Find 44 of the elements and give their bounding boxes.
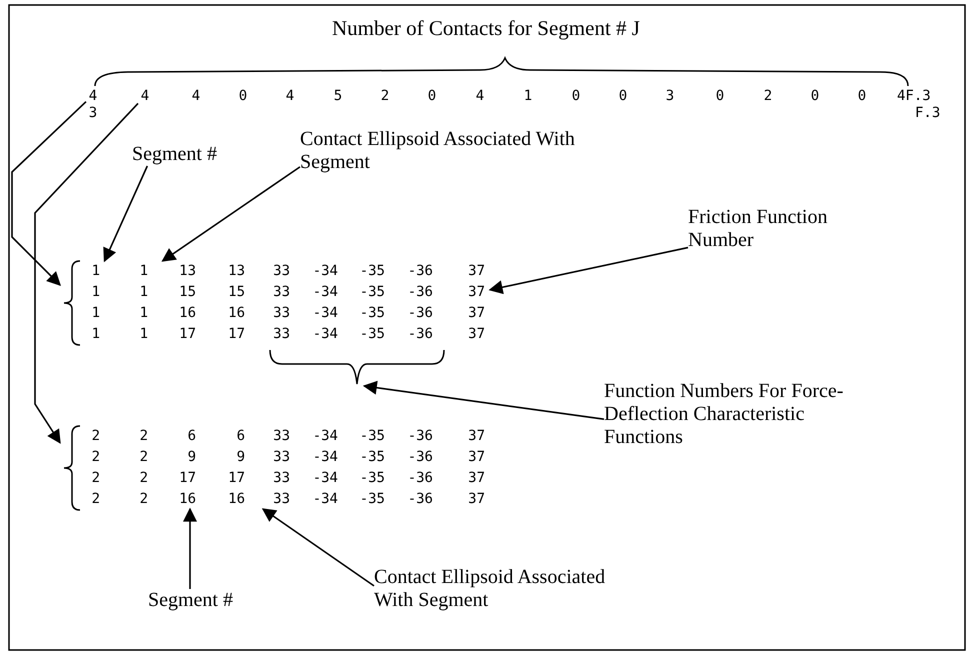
data-value: 2 [762, 87, 774, 105]
curly-brace [268, 348, 446, 386]
data-row: 2 2 6 6 33 -34 -35 -36 37 [85, 426, 490, 446]
data-value: 0 [810, 87, 820, 105]
leader-arrow [488, 246, 688, 294]
data-value: 1 [522, 87, 534, 105]
annotation-text: Friction Function Number [688, 206, 868, 252]
data-value: 0 [570, 87, 582, 105]
data-row: 2 2 17 17 33 -34 -35 -36 37 [85, 468, 490, 488]
leader-arrow [34, 102, 139, 444]
data-value: 4 [138, 87, 152, 105]
data-row: 1 1 16 16 33 -34 -35 -36 37 [85, 303, 490, 323]
annotation-text: Contact Ellipsoid Associated With Segment [300, 128, 590, 174]
leader-arrow [262, 508, 374, 586]
data-value: F.3 [915, 104, 942, 122]
data-value: 3 [664, 87, 676, 105]
data-row: 1 1 17 17 33 -34 -35 -36 37 [85, 324, 490, 344]
leader-arrow [362, 380, 604, 420]
data-value: 0 [714, 87, 726, 105]
leader-arrow [161, 166, 300, 262]
data-value: 4 [284, 87, 296, 105]
data-value: 4 [474, 87, 486, 105]
leader-arrow [103, 166, 148, 262]
data-value: 4F.3 [897, 87, 932, 105]
data-value: 0 [238, 87, 248, 105]
data-value: 4 [190, 87, 202, 105]
data-row: 2 2 16 16 33 -34 -35 -36 37 [85, 489, 490, 509]
data-value: 0 [426, 87, 438, 105]
annotation-text: Segment # [132, 143, 242, 166]
data-value: 0 [856, 87, 868, 105]
data-row: 1 1 13 13 33 -34 -35 -36 37 [85, 261, 490, 281]
leader-arrow [11, 101, 87, 286]
annotation-text: Function Numbers For Force-Deflection Characteristic Functions [604, 380, 864, 449]
data-row: 2 2 9 9 33 -34 -35 -36 37 [85, 447, 490, 467]
data-value: 2 [380, 87, 390, 105]
annotation-text: Contact Ellipsoid Associated With Segment [374, 566, 644, 612]
data-value: 0 [618, 87, 628, 105]
annotation-text: Segment # [148, 589, 248, 612]
data-value: 4 [86, 87, 100, 105]
data-value: 5 [332, 87, 344, 105]
heading: Number of Contacts for Segment # J [331, 17, 641, 40]
data-row: 1 1 15 15 33 -34 -35 -36 37 [85, 282, 490, 302]
data-value: 3 [88, 104, 98, 122]
leader-arrow [183, 508, 197, 589]
